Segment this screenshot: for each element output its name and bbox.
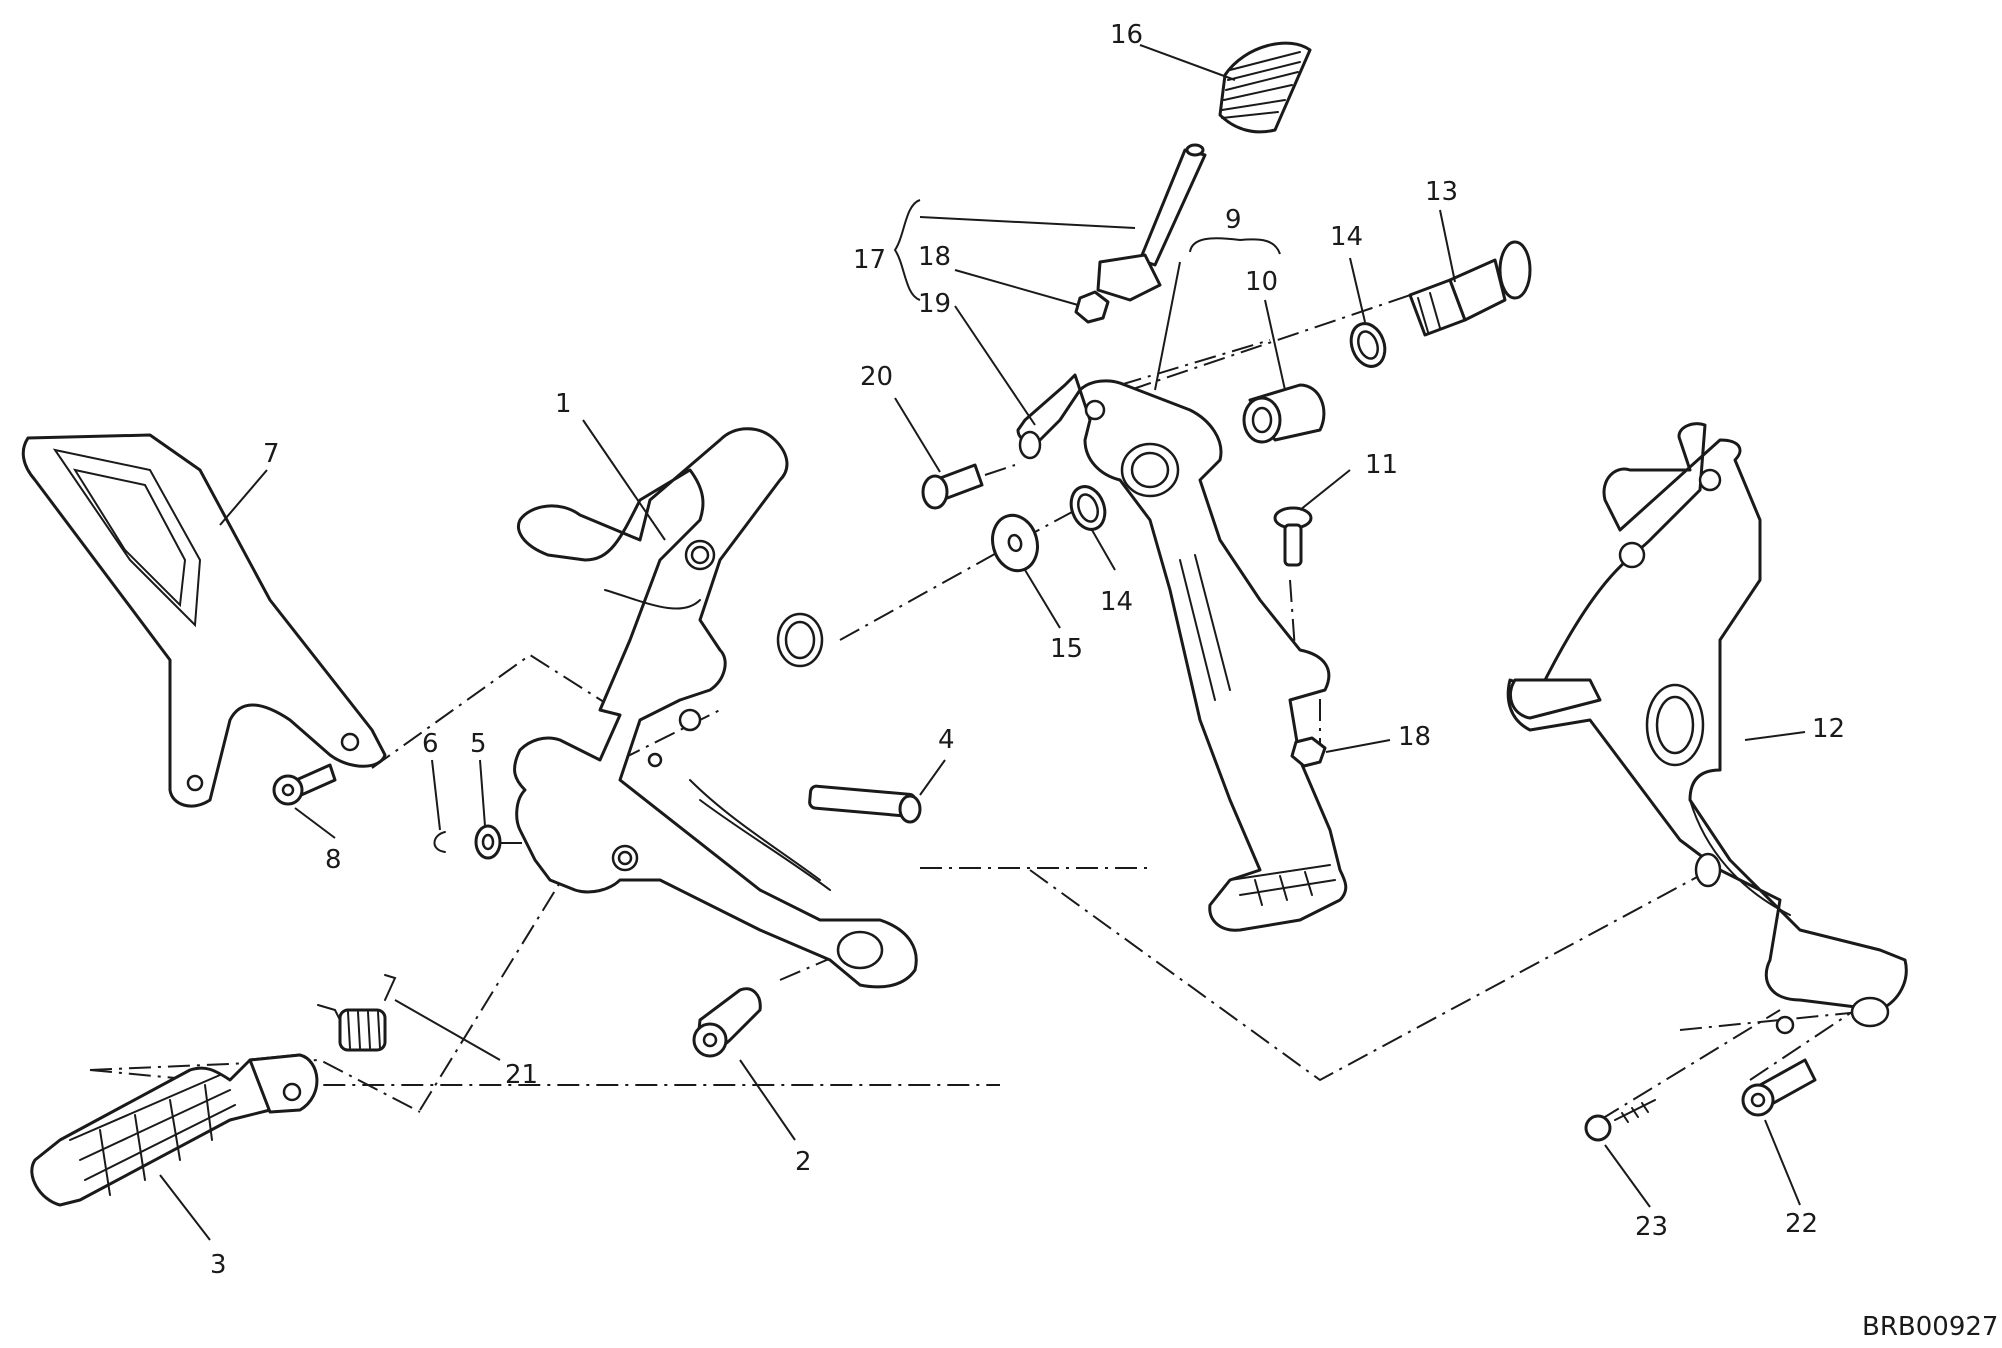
rod-part-17 [1096,143,1207,302]
callout-20: 20 [860,362,893,392]
callout-labels: 1 2 3 4 5 6 7 8 9 10 11 12 13 14 14 15 1… [210,20,1845,1280]
callout-3: 3 [210,1250,227,1280]
footrest-bracket-part-1 [513,427,918,989]
callout-5: 5 [470,729,487,759]
washer-part-15 [991,513,1039,573]
footpeg-part-3 [30,1053,319,1207]
pin-part-4 [808,784,922,824]
callout-12: 12 [1812,714,1845,744]
callout-6: 6 [422,729,439,759]
callout-7: 7 [263,439,280,469]
circlip-part-6 [433,831,446,853]
callout-17: 17 [853,245,886,275]
callout-16: 16 [1110,20,1143,50]
clevis-part-19 [1016,373,1082,460]
washer-part-14-lower [1069,485,1107,531]
spring-part-21 [317,974,397,1052]
spring-part-16 [1218,41,1312,134]
callout-8: 8 [325,845,342,875]
callout-21: 21 [505,1060,538,1090]
callout-18-lower: 18 [1398,722,1431,752]
callout-2: 2 [795,1147,812,1177]
bracket-part-12 [1506,422,1908,1035]
callout-leaders [159,44,1806,1241]
callout-22: 22 [1785,1209,1818,1239]
callout-15: 15 [1050,634,1083,664]
callout-14-upper: 14 [1330,222,1363,252]
nut-part-18-upper [1074,290,1110,324]
callout-10: 10 [1245,267,1278,297]
brake-pedal-part-9 [1078,379,1348,932]
pivot-bolt-part-13 [1408,240,1532,337]
screw-part-23 [1584,1099,1656,1142]
callout-1: 1 [555,389,572,419]
screw-part-11 [1273,506,1313,567]
callout-19: 19 [918,289,951,319]
heel-guard-part-7 [21,433,387,808]
washer-part-5 [474,824,502,860]
callout-13: 13 [1425,177,1458,207]
callout-11: 11 [1365,450,1398,480]
bushing-part-10 [1242,383,1326,444]
bolt-part-2 [692,987,762,1058]
screw-part-20 [921,463,984,510]
nut-part-18-lower [1290,736,1327,768]
callout-18-upper: 18 [918,242,951,272]
callout-9: 9 [1225,205,1242,235]
callout-14-lower: 14 [1100,587,1133,617]
callout-23: 23 [1635,1212,1668,1242]
callout-4: 4 [938,725,955,755]
bolt-part-22 [1741,1058,1817,1117]
screw-part-8 [272,763,337,806]
washer-part-14-upper [1349,322,1387,368]
drawing-code: BRB00927 [1862,1312,1998,1342]
